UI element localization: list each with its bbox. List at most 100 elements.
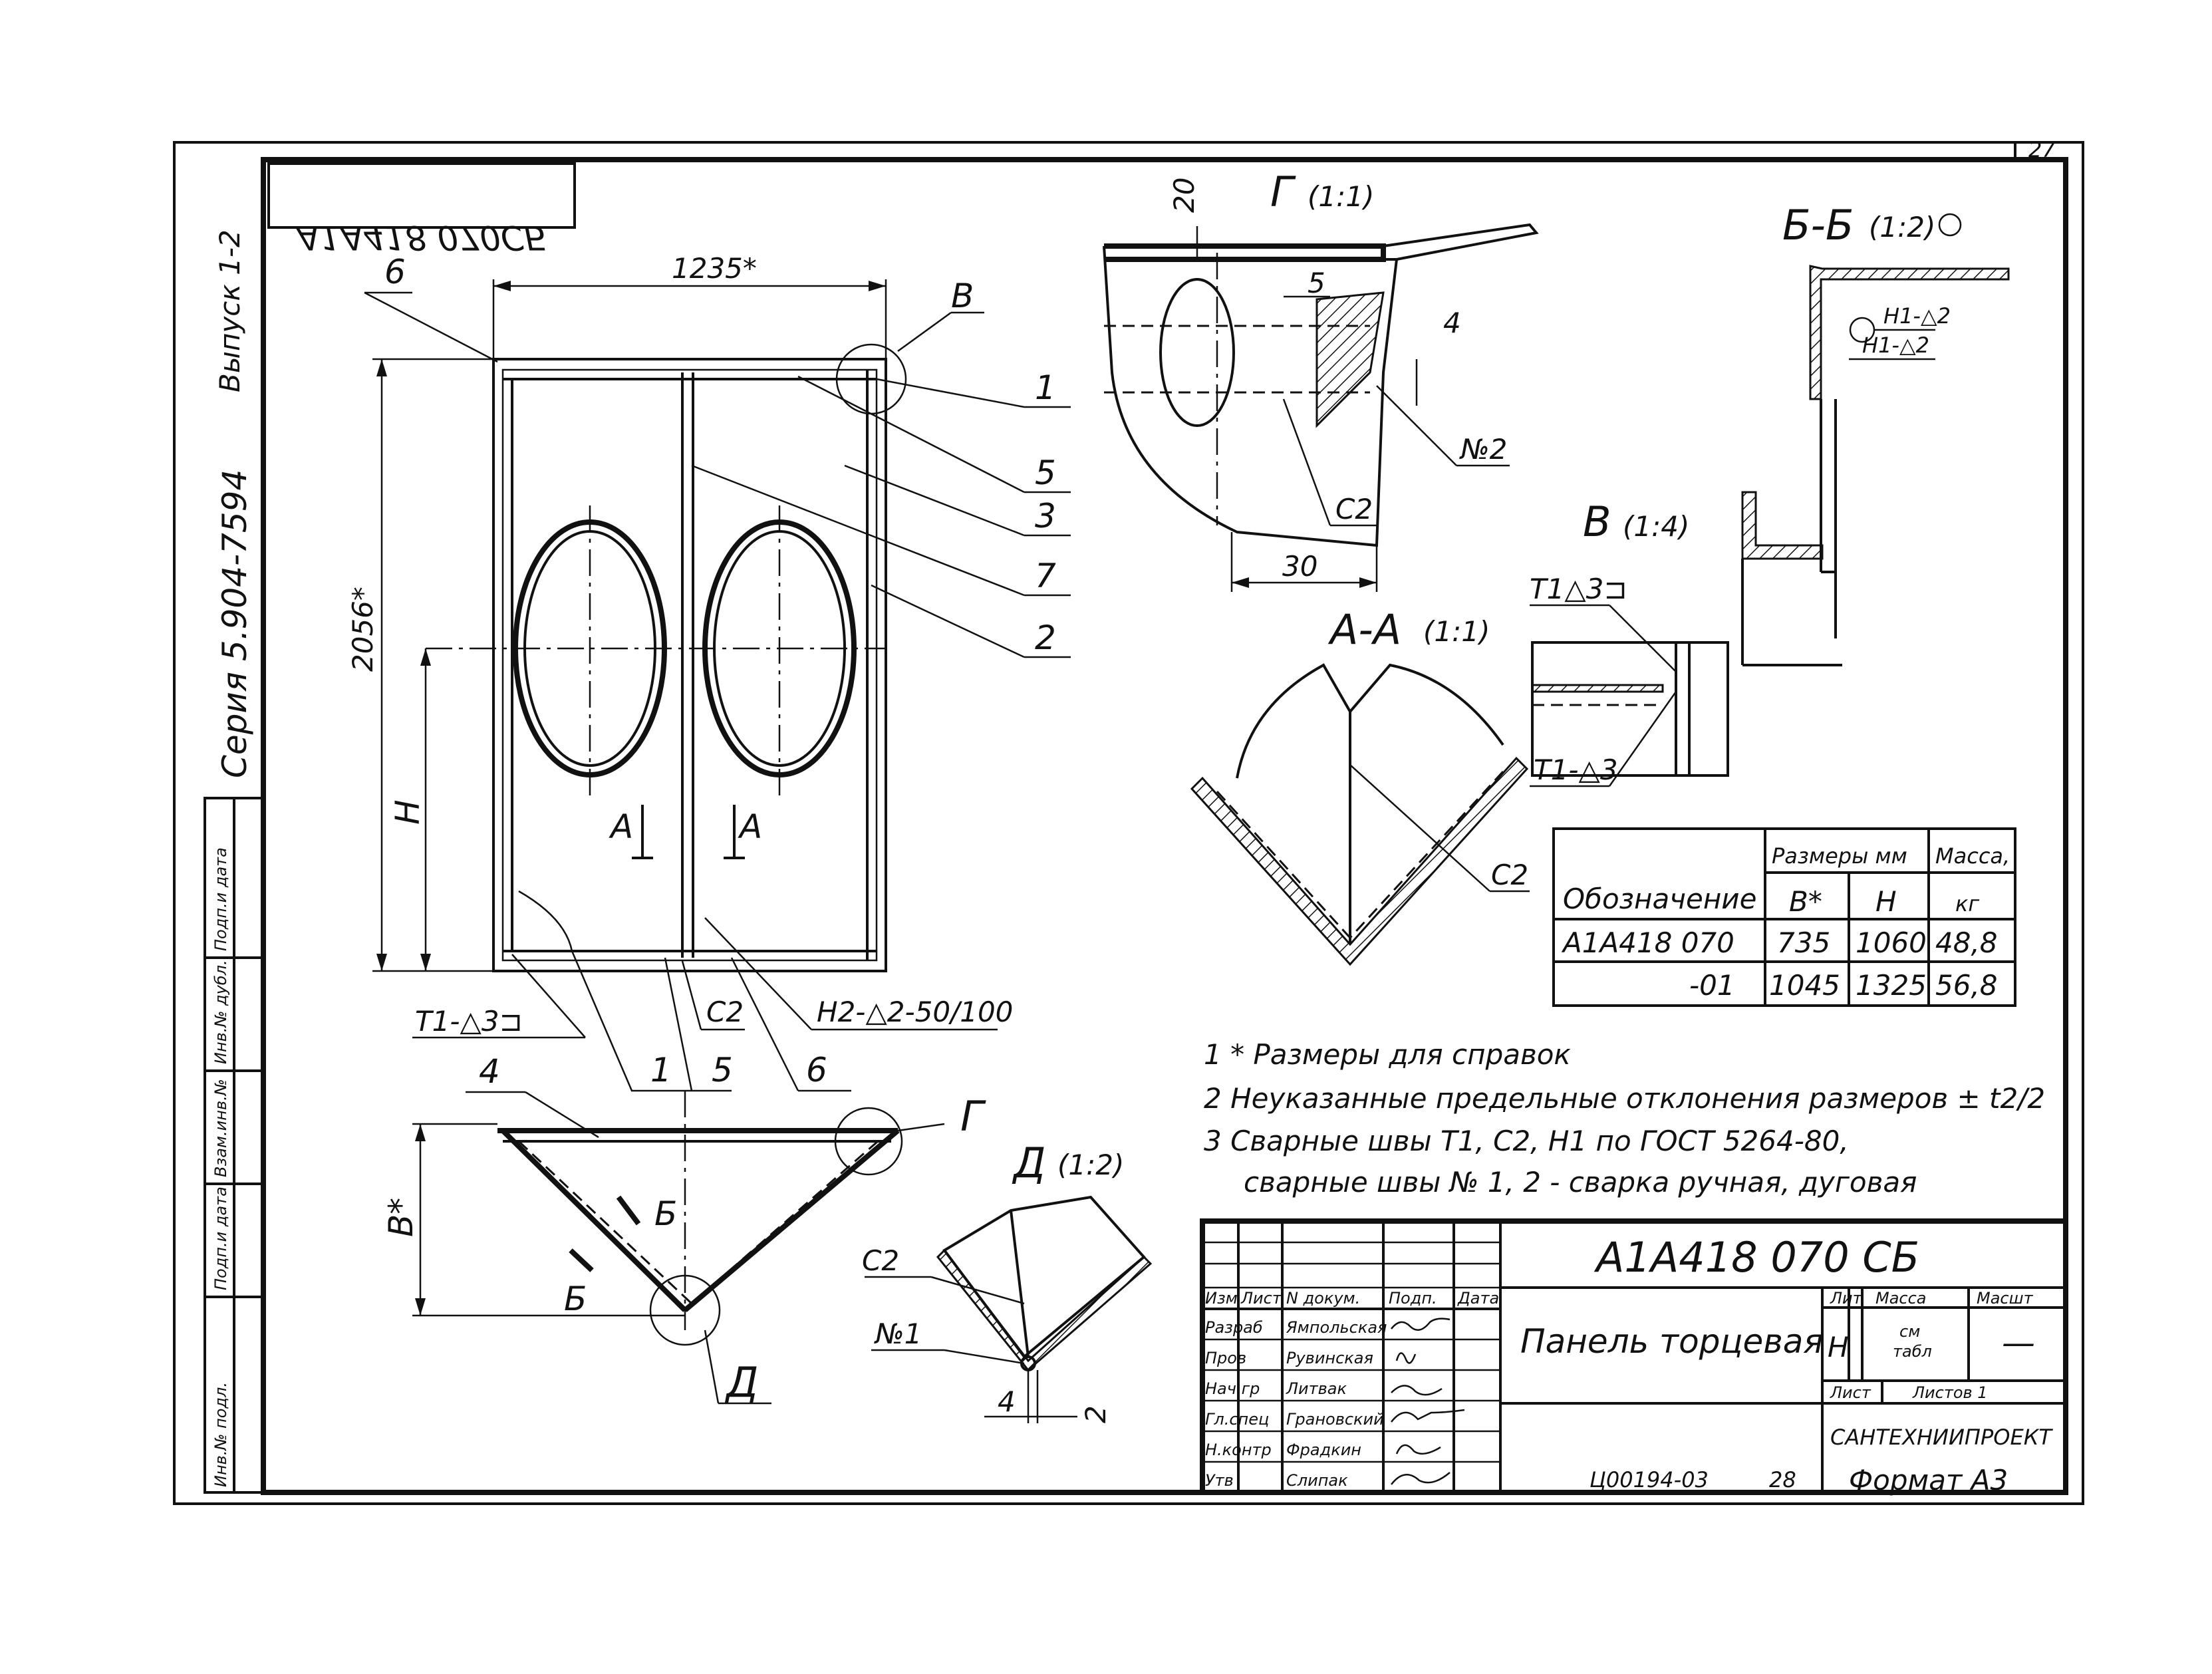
leader-v: В <box>951 277 974 315</box>
sheet-footer: Ц00194-03 28 Формат А3 <box>1590 1464 2008 1496</box>
detail-d-c2: С2 <box>862 1244 899 1277</box>
detail-v-weld-1: Т1△3⊐ <box>1530 573 1627 605</box>
plan-view: В* 4 Г Д Б Б <box>382 1052 986 1407</box>
table-mass-unit: кг <box>1955 891 1979 916</box>
table-header-designation: Обозначение <box>1563 883 1756 915</box>
front-view-dimensions: 1235* 2056* H <box>346 252 887 972</box>
detail-g-scale: (1:1) <box>1308 180 1374 213</box>
detail-g-dim-4: 4 <box>1443 307 1461 339</box>
leader-1-top: 1 <box>1035 368 1056 407</box>
footer-format: Формат А3 <box>1849 1464 2008 1496</box>
leader-1-bottom: 1 <box>650 1051 672 1089</box>
table-row-1-h: 1060 <box>1856 926 1927 959</box>
tb-mass-label: Масса <box>1875 1289 1927 1308</box>
note-3: 3 Сварные швы Т1, С2, Н1 по ГОСТ 5264-80… <box>1204 1125 1849 1157</box>
tb-name-5: Фрадкин <box>1286 1441 1361 1459</box>
tb-role-4: Гл.спец <box>1205 1410 1269 1429</box>
table-col-h: Н <box>1875 885 1897 918</box>
note-3-cont: сварные швы № 1, 2 - сварка ручная, дуго… <box>1244 1166 1917 1198</box>
table-row-2-h: 1325 <box>1856 969 1927 1002</box>
tb-col-doc: N докум. <box>1286 1289 1360 1308</box>
title-block: Изм Лист N докум. Подп. Дата Разраб Ямпо… <box>1200 1218 2068 1495</box>
release-label: Выпуск 1-2 <box>213 229 246 392</box>
tb-name-4: Грановский <box>1286 1410 1384 1429</box>
note-1: 1 * Размеры для справок <box>1204 1038 1571 1071</box>
table-row-2-b: 1045 <box>1769 969 1840 1002</box>
tb-mass-value-2: табл <box>1893 1342 1932 1361</box>
tb-role-5: Н.контр <box>1205 1441 1272 1459</box>
detail-d-dim-2: 2 <box>1079 1405 1112 1423</box>
table-row-1-b: 735 <box>1777 926 1830 959</box>
detail-g-weld-2: №2 <box>1459 433 1507 466</box>
signature-6 <box>1391 1472 1451 1485</box>
tb-col-sign: Подп. <box>1389 1289 1437 1308</box>
tb-sheets-label: Листов 1 <box>1912 1383 1988 1402</box>
dimension-table: Обозначение Размеры мм Масса, В* Н кг А1… <box>1552 827 2016 1007</box>
side-stamp-label-4: Подп.и дата <box>211 1186 230 1290</box>
notes: 1 * Размеры для справок 2 Неуказанные пр… <box>1204 1038 2045 1198</box>
detail-d: Д (1:2) С2 №1 4 2 <box>862 1139 1153 1423</box>
note-2: 2 Неуказанные предельные отклонения разм… <box>1204 1082 2045 1115</box>
h-dimension: H <box>388 799 427 825</box>
signature-4 <box>1391 1409 1465 1423</box>
tb-name-1: Ямпольская <box>1286 1318 1387 1337</box>
detail-g-dim-20: 20 <box>1168 178 1200 213</box>
front-view: А А <box>426 343 907 972</box>
detail-g: Г (1:1) 20 5 4 30 №2 С2 <box>1103 168 1539 592</box>
b-dimension: В* <box>382 1198 420 1237</box>
detail-g-c2: С2 <box>1335 493 1373 525</box>
side-stamp-label-2: Инв.№ дубл. <box>211 960 230 1064</box>
table-row-1-designation: А1А418 070 <box>1561 926 1734 959</box>
width-dimension: 1235* <box>672 252 757 285</box>
tb-lit-value: Н <box>1828 1331 1849 1363</box>
tb-name-3: Литвак <box>1286 1379 1347 1398</box>
detail-v-scale: (1:4) <box>1623 510 1689 543</box>
leader-5-bottom: 5 <box>712 1051 733 1089</box>
tb-role-3: Нач.гр <box>1205 1379 1260 1398</box>
mirrored-code: А1А418 070СБ <box>295 218 547 257</box>
tb-col-date: Дата <box>1457 1289 1499 1308</box>
table-row-1-mass: 48,8 <box>1935 926 1998 959</box>
tb-scale-value: — <box>2002 1324 2035 1362</box>
detail-v: В (1:4) Т1△3⊐ Т1-△3 <box>1530 491 1842 787</box>
tb-role-2: Пров <box>1205 1349 1246 1367</box>
section-aa-title: А-А <box>1327 605 1401 654</box>
tb-name-2: Рувинская <box>1286 1349 1373 1367</box>
side-stamp-label-5: Инв.№ подл. <box>211 1382 230 1487</box>
leader-3: 3 <box>1035 497 1056 535</box>
detail-v-weld-2: Т1-△3 <box>1534 754 1618 786</box>
leader-5-top: 5 <box>1035 454 1056 492</box>
side-stamp-label-1: Подп.и дата <box>211 847 230 951</box>
weld-callout-h2: Н2-△2-50/100 <box>817 996 1013 1028</box>
section-b-mark-top: Б <box>654 1194 677 1233</box>
leader-2: 2 <box>1035 619 1056 657</box>
tb-org: САНТЕХНИИПРОЕКТ <box>1830 1425 2053 1450</box>
tb-code: А1А418 070 СБ <box>1593 1233 1919 1282</box>
part-4-label: 4 <box>479 1052 500 1091</box>
section-mark-left: А <box>609 807 633 846</box>
tb-col-izm: Изм <box>1205 1289 1238 1308</box>
sheet-number: 27 <box>2028 137 2056 162</box>
table-header-sizes: Размеры мм <box>1772 843 1907 869</box>
section-aa-c2: С2 <box>1491 859 1528 891</box>
side-stamp: Подп.и дата Инв.№ дубл. Взам.инв.№ Подп.… <box>204 797 265 1494</box>
section-bb-scale: (1:2) <box>1869 211 1935 243</box>
leader-7: 7 <box>1035 557 1056 595</box>
tb-sheet-label: Лист <box>1830 1383 1871 1402</box>
series-label: Серия 5.904-7594 <box>215 470 254 778</box>
table-header-mass: Масса, <box>1935 843 2010 869</box>
ref-g-label: Г <box>960 1092 986 1141</box>
tb-name-6: Слипак <box>1286 1471 1348 1490</box>
section-bb: Б-Б (1:2) Н1-△2 Н1-△2 <box>1782 201 2010 573</box>
signature-3 <box>1391 1385 1443 1396</box>
signature-1 <box>1391 1318 1451 1331</box>
section-aa: А-А (1:1) С2 <box>1190 605 1530 966</box>
detail-d-scale: (1:2) <box>1057 1149 1124 1181</box>
tb-role-6: Утв <box>1205 1471 1234 1490</box>
signature-2 <box>1395 1352 1417 1364</box>
signature-5 <box>1395 1444 1441 1455</box>
height-dimension: 2056* <box>346 587 379 672</box>
tb-lit-label: Лит <box>1830 1289 1863 1308</box>
detail-v-title: В <box>1583 497 1611 546</box>
